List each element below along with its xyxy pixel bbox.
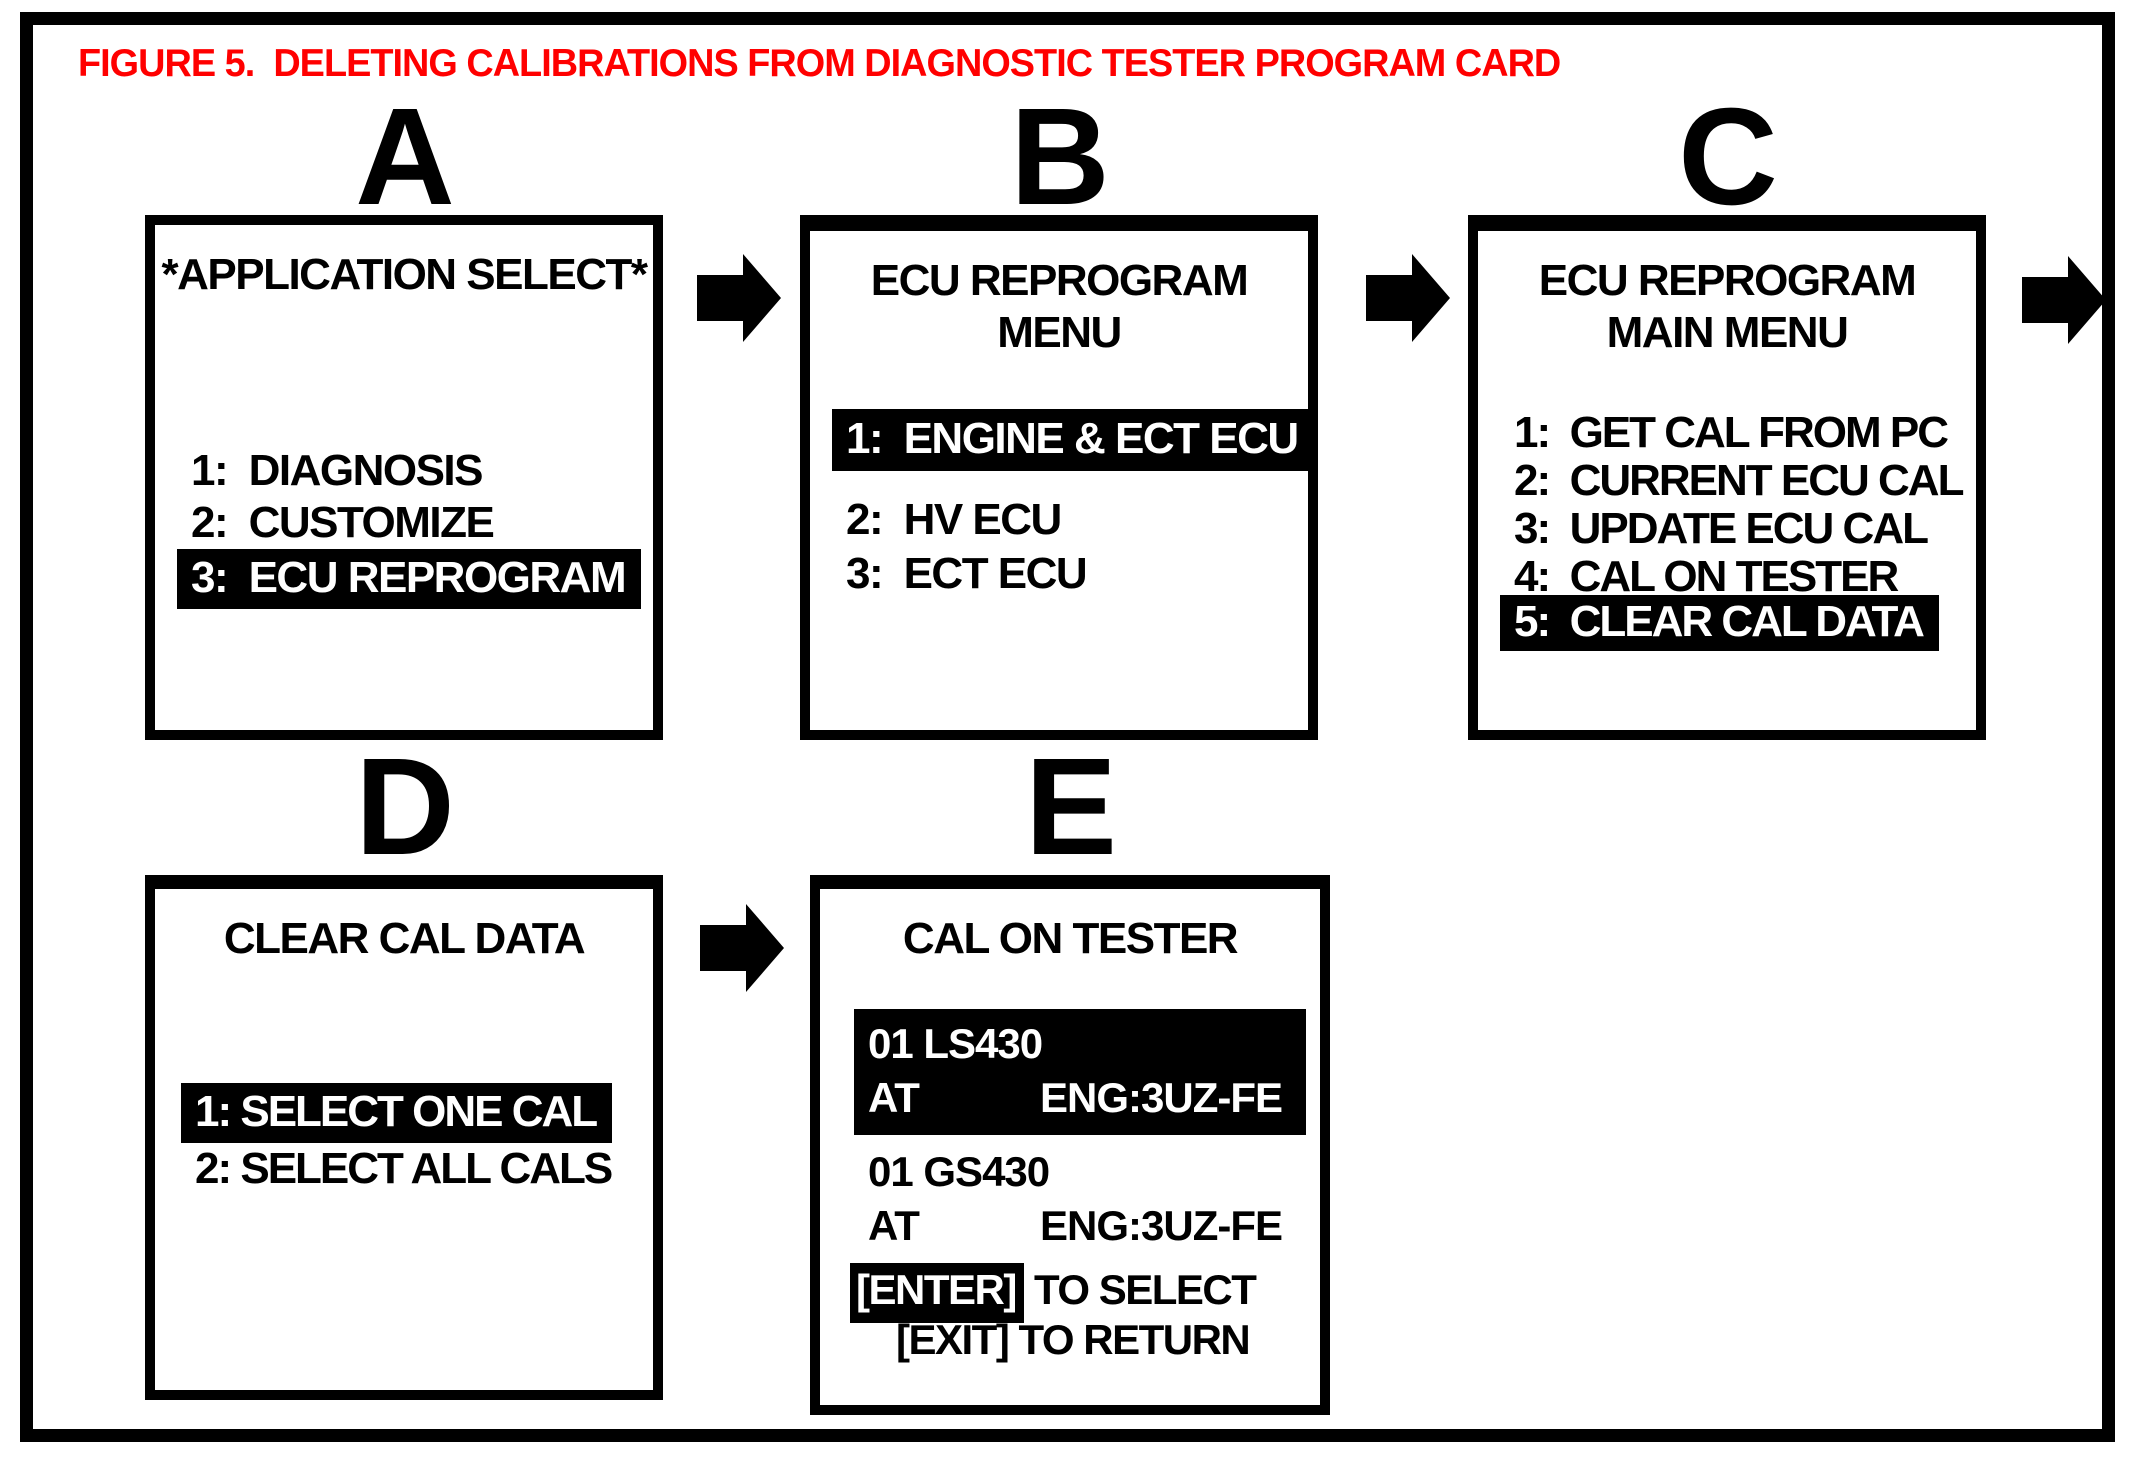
panel-letter-c: C — [1678, 80, 1778, 234]
menu-item-diagnosis: 1: DIAGNOSIS — [191, 446, 484, 495]
menu-item-get-cal-from-pc: 1: GET CAL FROM PC — [1514, 408, 1949, 457]
screen-c-title-line2: MAIN MENU — [1606, 308, 1849, 357]
screen-d-menu: 1: SELECT ONE CAL 2: SELECT ALL CALS — [155, 1083, 653, 1195]
menu-item-select-one-cal-selected: 1: SELECT ONE CAL — [155, 1083, 653, 1143]
cal-entry-engine: ENG:3UZ-FE — [1040, 1074, 1283, 1121]
screen-a-title: *APPLICATION SELECT* — [161, 250, 648, 299]
menu-item-engine-ect-ecu-selected: 1: ENGINE & ECT ECU — [810, 409, 1314, 471]
screen-e-title: CAL ON TESTER — [902, 914, 1239, 963]
screen-b-menu: 1: ENGINE & ECT ECU 2: HV ECU 3: ECT ECU — [810, 409, 1314, 601]
menu-item-current-ecu-cal: 2: CURRENT ECU CAL — [1514, 456, 1964, 505]
cal-entry-model: 01 LS430 — [868, 1020, 1043, 1067]
menu-item-ect-ecu: 3: ECT ECU — [846, 549, 1088, 598]
menu-item-clear-cal-data-selected: 5: CLEAR CAL DATA — [1478, 595, 1976, 651]
enter-hint-text: TO SELECT — [1034, 1266, 1257, 1313]
menu-item-customize: 2: CUSTOMIZE — [191, 498, 495, 547]
screen-b-title-line2: MENU — [997, 308, 1122, 357]
exit-hint-text: TO RETURN — [1018, 1316, 1251, 1363]
flow-arrow-a-to-b-icon — [697, 248, 781, 348]
cal-entry-model: 01 GS430 — [868, 1148, 1050, 1195]
flow-arrow-c-continue-icon — [2022, 250, 2106, 350]
screen-e-key-hints: [ENTER] TO SELECT [EXIT] TO RETURN — [850, 1263, 1257, 1365]
panel-letter-a: A — [355, 80, 455, 234]
exit-key-label: [EXIT] — [896, 1316, 1010, 1363]
tester-screen-cal-on-tester: CAL ON TESTER 01 LS430 AT ENG:3UZ-FE 01 … — [810, 875, 1330, 1415]
tester-screen-ecu-reprogram-menu: ECU REPROGRAM MENU 1: ENGINE & ECT ECU 2… — [800, 215, 1318, 740]
cal-list: 01 LS430 AT ENG:3UZ-FE 01 GS430 AT ENG:3… — [854, 1009, 1306, 1253]
tester-screen-application-select: *APPLICATION SELECT* 1: DIAGNOSIS 2: CUS… — [145, 215, 663, 740]
cal-entry-ls430-selected: 01 LS430 AT ENG:3UZ-FE — [854, 1009, 1306, 1135]
panel-letter-d: D — [355, 730, 455, 884]
cal-entry-gs430: 01 GS430 AT ENG:3UZ-FE — [854, 1145, 1306, 1253]
panel-letter-e: E — [1024, 730, 1117, 884]
menu-item-cal-on-tester: 4: CAL ON TESTER — [1514, 552, 1899, 601]
flow-arrow-b-to-c-icon — [1366, 248, 1450, 348]
panel-letter-b: B — [1010, 80, 1110, 234]
screen-c-menu: 1: GET CAL FROM PC 2: CURRENT ECU CAL 3:… — [1478, 409, 1976, 651]
menu-item-hv-ecu: 2: HV ECU — [846, 495, 1062, 544]
screen-b-title: ECU REPROGRAM MENU — [810, 255, 1308, 359]
cal-entry-transmission: AT — [868, 1074, 920, 1121]
exit-hint: [EXIT] TO RETURN — [850, 1315, 1255, 1365]
flow-arrow-d-to-e-icon — [700, 898, 784, 998]
cal-entry-engine: ENG:3UZ-FE — [1040, 1202, 1283, 1249]
menu-item-update-ecu-cal: 3: UPDATE ECU CAL — [1514, 504, 1929, 553]
cal-entry-transmission: AT — [868, 1202, 920, 1249]
menu-item-ecu-reprogram-selected: 3: ECU REPROGRAM — [155, 549, 653, 609]
screen-b-title-line1: ECU REPROGRAM — [870, 256, 1249, 305]
screen-c-title: ECU REPROGRAM MAIN MENU — [1478, 255, 1976, 359]
menu-item-select-all-cals: 2: SELECT ALL CALS — [195, 1144, 613, 1193]
cal-entry-detail: AT ENG:3UZ-FE — [854, 1071, 1306, 1125]
cal-entry-detail: AT ENG:3UZ-FE — [854, 1199, 1306, 1253]
figure-title: FIGURE 5. DELETING CALIBRATIONS FROM DIA… — [78, 42, 1561, 85]
enter-key-label: [ENTER] — [850, 1263, 1024, 1323]
tester-screen-clear-cal-data: CLEAR CAL DATA 1: SELECT ONE CAL 2: SELE… — [145, 875, 663, 1400]
enter-hint: [ENTER] TO SELECT — [850, 1263, 1257, 1323]
screen-d-title: CLEAR CAL DATA — [223, 914, 586, 963]
screen-a-menu: 1: DIAGNOSIS 2: CUSTOMIZE 3: ECU REPROGR… — [155, 445, 653, 609]
screen-c-title-line1: ECU REPROGRAM — [1538, 256, 1917, 305]
tester-screen-ecu-reprogram-main-menu: ECU REPROGRAM MAIN MENU 1: GET CAL FROM … — [1468, 215, 1986, 740]
